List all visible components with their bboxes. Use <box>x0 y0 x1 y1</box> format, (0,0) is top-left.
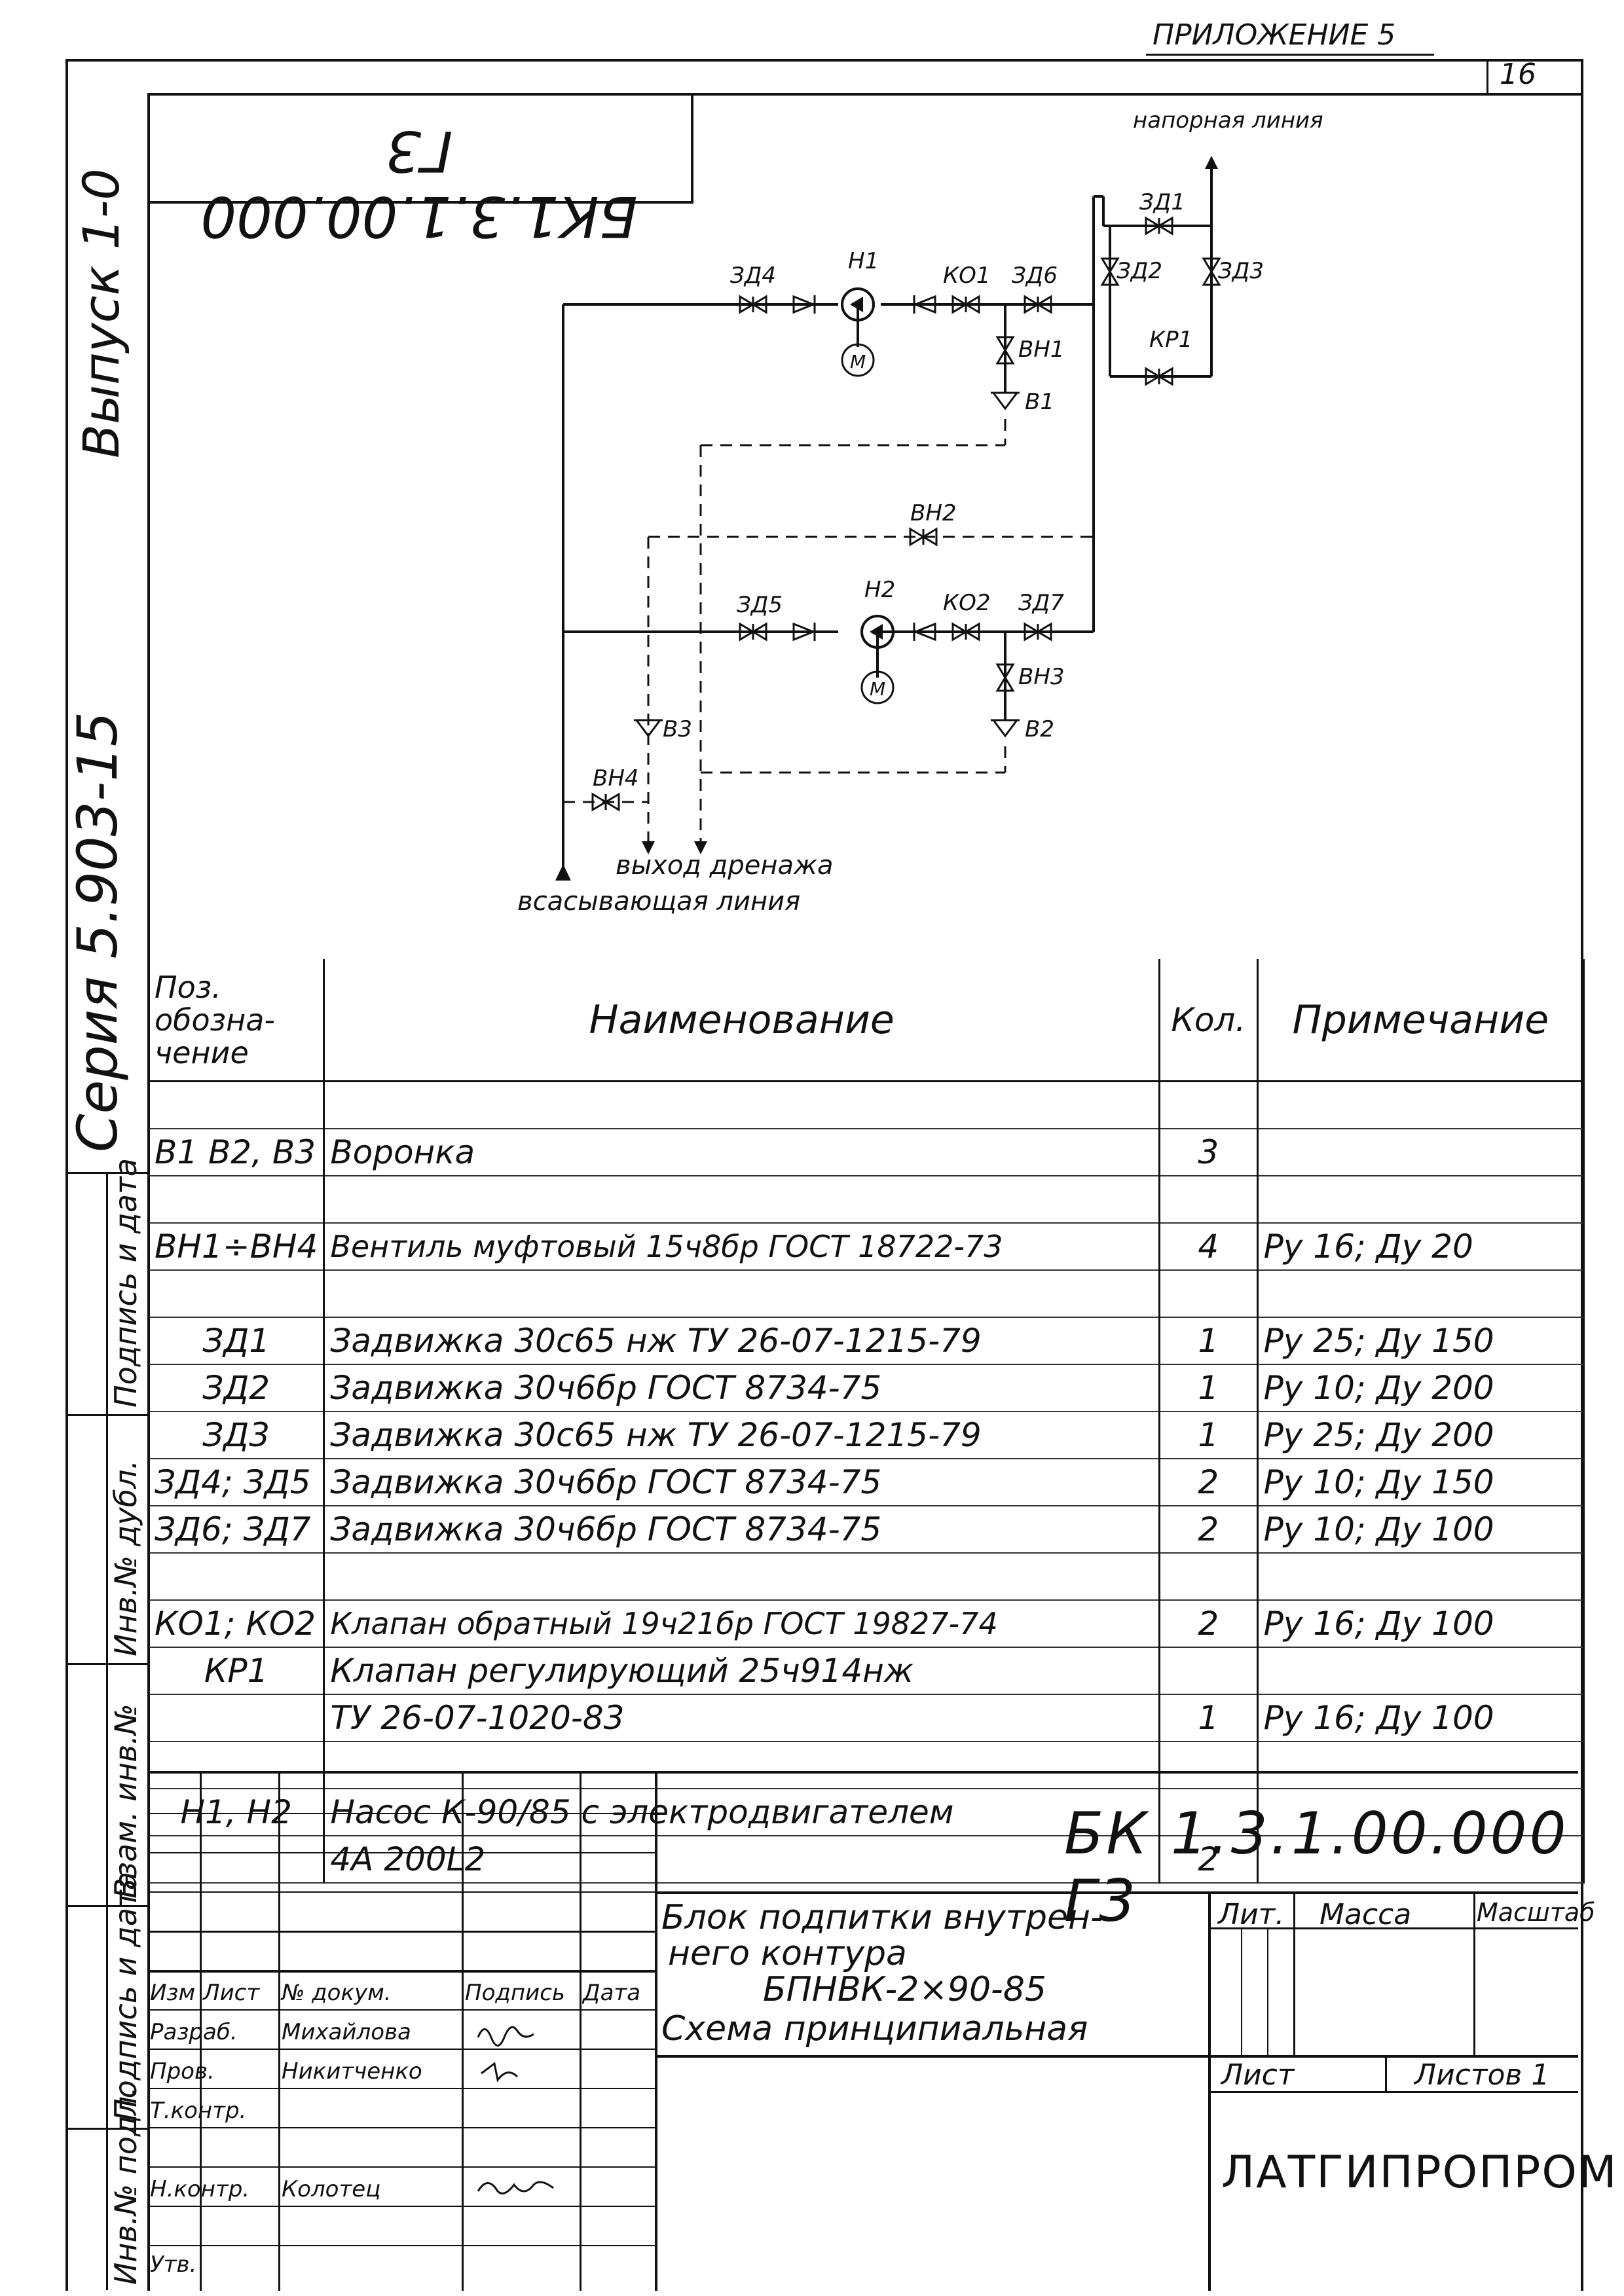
tb-name-checker: Никитченко <box>282 2058 422 2085</box>
spec-row <box>147 1081 1585 1129</box>
label-k02: КО2 <box>943 590 991 616</box>
tb-header-doc: № докум. <box>282 1980 392 2006</box>
label-vn3: ВН3 <box>1018 664 1065 690</box>
tb-role-tech-control: Т.контр. <box>150 2098 247 2124</box>
tb-role-developer: Разраб. <box>150 2019 238 2045</box>
header-pos: Поз. обозна- чение <box>147 959 325 1082</box>
label-zd3: ЗД3 <box>1218 258 1264 284</box>
side-cell-sign-date-1: Подпись и дата <box>108 1157 143 1408</box>
tb-sheet: Лист <box>1221 2058 1295 2092</box>
side-cell-orig-inv: Инв.№ подл. <box>108 2086 143 2285</box>
label-motor-1: М <box>850 351 866 373</box>
label-zd4: ЗД4 <box>730 263 776 289</box>
label-zd7: ЗД7 <box>1018 590 1064 616</box>
mirrored-code-box <box>147 93 693 204</box>
label-vn4: ВН4 <box>593 765 639 792</box>
schematic-diagram: напорная линия ЗД1 ЗД2 ЗД3 КР1 ЗД4 Н1 КО… <box>517 107 1323 917</box>
tb-mass: Масса <box>1320 1898 1412 1931</box>
tb-title-line-4: Схема принципиальная <box>661 2009 1088 2049</box>
label-h2: Н2 <box>864 577 895 603</box>
header-note: Примечание <box>1256 959 1585 1082</box>
label-v2: В2 <box>1025 716 1054 742</box>
label-vn2: ВН2 <box>910 500 957 526</box>
label-k01: КО1 <box>943 263 991 289</box>
specification-table: Поз. обозна- чение Наименование Кол. При… <box>147 959 1585 1884</box>
appendix-underline <box>1146 54 1434 56</box>
header-name: Наименование <box>323 959 1160 1082</box>
tb-header-sign: Подпись <box>465 1980 565 2006</box>
side-stamp-strip <box>65 1172 147 2290</box>
label-motor-2: М <box>870 678 885 700</box>
spec-row <box>147 1553 1585 1601</box>
spec-row <box>147 1176 1585 1224</box>
tb-scale: Масштаб <box>1477 1898 1595 1927</box>
title-block: Изм Лист № докум. Подпись Дата Разраб. М… <box>147 1771 1617 2291</box>
tb-sheets: Листов 1 <box>1414 2058 1550 2092</box>
tb-title-line-2: него контура <box>668 1934 907 1973</box>
label-v1: В1 <box>1025 389 1054 415</box>
spec-row <box>147 1270 1585 1318</box>
label-drain-outlet: выход дренажа <box>616 850 834 881</box>
label-suction-line: всасывающая линия <box>517 886 800 917</box>
tb-role-norm-control: Н.контр. <box>150 2176 250 2202</box>
tb-role-checker: Пров. <box>150 2058 215 2085</box>
label-zd6: ЗД6 <box>1012 263 1058 289</box>
label-zd1: ЗД1 <box>1139 189 1185 215</box>
tb-title-line-1: Блок подпитки внутрен- <box>661 1898 1103 1937</box>
signature-developer <box>477 2026 534 2047</box>
label-h1: Н1 <box>848 248 879 274</box>
side-cell-dup-inv: Инв.№ дубл. <box>108 1459 143 1656</box>
tb-lit: Лит. <box>1218 1898 1285 1931</box>
tb-role-approved: Утв. <box>150 2251 197 2278</box>
label-vn1: ВН1 <box>1018 337 1065 363</box>
tb-name-developer: Михайлова <box>282 2019 411 2045</box>
tb-header-date: Дата <box>583 1980 641 2006</box>
label-zd5: ЗД5 <box>737 592 783 618</box>
tb-header-izm: Изм <box>150 1980 196 2006</box>
signature-checker <box>481 2062 519 2083</box>
sheet-number: 16 <box>1500 58 1536 91</box>
side-cell-replaced-inv: Взам. инв.№ <box>108 1704 143 1899</box>
label-zd2: ЗД2 <box>1116 258 1162 284</box>
side-cell-sign-date-2: Подпись и дата <box>108 1871 143 2121</box>
tb-title-line-3: БПНВК-2×90-85 <box>763 1970 1046 2009</box>
appendix-label: ПРИЛОЖЕНИЕ 5 <box>1153 18 1396 52</box>
signature-norm-control <box>477 2181 554 2195</box>
tb-name-norm-control: Колотец <box>282 2176 381 2202</box>
header-qty: Кол. <box>1158 959 1259 1082</box>
tb-header-list: Лист <box>203 1980 260 2006</box>
tb-organization: ЛАТГИПРОПРОМ <box>1221 2147 1618 2198</box>
tb-doc-code: БК 1.3.1.00.000 Г3 <box>1064 1800 1569 1935</box>
label-kr1: КР1 <box>1149 327 1192 353</box>
label-pressure-line: напорная линия <box>1133 107 1323 134</box>
label-v3: В3 <box>663 716 692 742</box>
